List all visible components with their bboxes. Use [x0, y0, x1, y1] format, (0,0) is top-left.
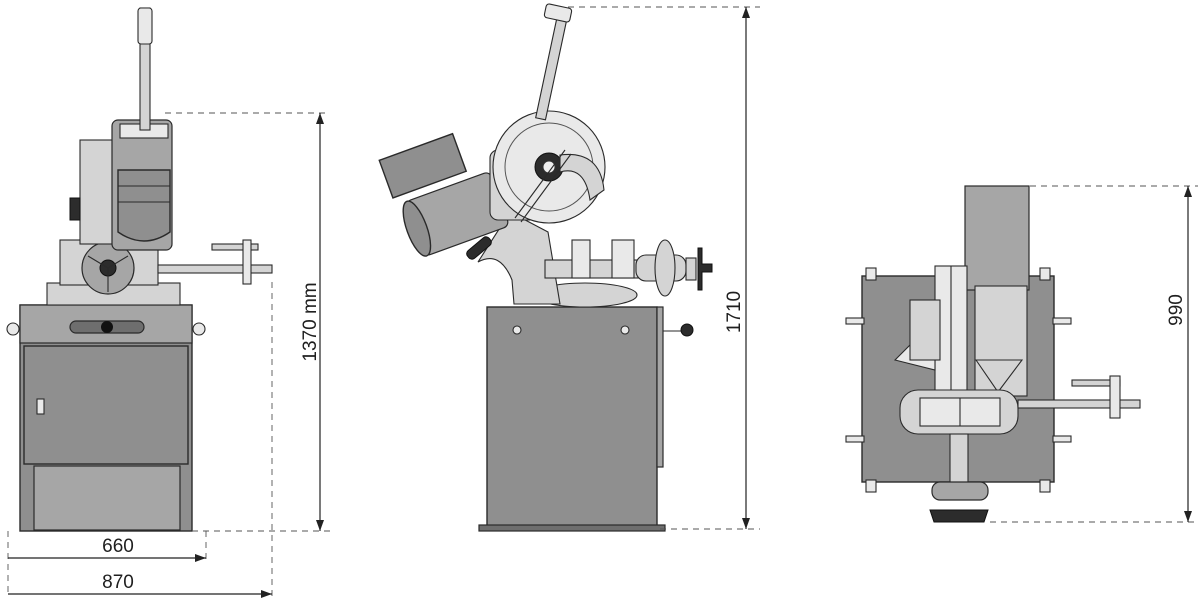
side-locking-handle: [466, 236, 492, 260]
front-width-base-label: 660: [102, 536, 134, 557]
top-corner-2: [1039, 267, 1051, 281]
side-handle-grip: [543, 3, 573, 23]
front-width-total-label: 870: [102, 572, 134, 593]
side-vise-jaw-1: [571, 239, 591, 279]
front-dimensions: 1370 mm 660 870: [7, 112, 330, 598]
front-blade-guard: [79, 139, 115, 245]
front-motor: [117, 169, 171, 242]
top-dimensions: 990: [990, 185, 1198, 523]
top-ring-1: [845, 317, 865, 325]
front-cabinet-knob: [101, 321, 113, 333]
top-motor: [964, 185, 1030, 291]
top-head-parts: [909, 299, 941, 361]
side-cabinet: [486, 306, 658, 530]
top-handwheel-knob: [929, 509, 989, 523]
front-handle-grip: [137, 7, 153, 45]
side-vise-handwheel: [697, 247, 713, 291]
front-vise-spindle: [157, 264, 273, 274]
top-view: [845, 185, 1141, 523]
front-lifting-ring-right: [192, 322, 206, 336]
side-cabinet-base: [478, 524, 666, 532]
top-ring-4: [1052, 435, 1072, 443]
front-stop-block: [242, 239, 252, 285]
top-stop-block: [1109, 375, 1121, 419]
top-corner-1: [865, 267, 877, 281]
side-lever-knob: [680, 323, 694, 337]
side-vise-jaw-2: [611, 239, 635, 279]
front-cabinet-door: [23, 345, 189, 465]
side-dimensions: 1710: [568, 6, 760, 530]
top-ring-2: [845, 435, 865, 443]
front-height-label: 1370 mm: [300, 282, 321, 361]
top-corner-3: [865, 479, 877, 493]
top-depth-label: 990: [1166, 294, 1187, 326]
side-guard-flap: [559, 153, 605, 201]
top-corner-4: [1039, 479, 1051, 493]
side-vise-collar: [654, 239, 676, 297]
top-handwheel: [931, 481, 989, 501]
front-door-handle: [36, 398, 45, 415]
front-lifting-ring-left: [6, 322, 20, 336]
front-switch: [69, 197, 81, 221]
side-motor-end: [402, 200, 432, 257]
side-cabinet-door: [656, 306, 664, 468]
front-chip-drawer: [33, 465, 181, 531]
side-terminal-box: [378, 132, 468, 199]
top-vise-screw: [949, 433, 969, 485]
front-view: [6, 7, 273, 532]
side-view: [378, 3, 713, 532]
top-stop-bar: [1017, 399, 1141, 409]
top-ring-3: [1052, 317, 1072, 325]
side-handle: [535, 9, 569, 121]
front-stop-bar: [211, 243, 259, 251]
side-height-label: 1710: [724, 291, 745, 333]
